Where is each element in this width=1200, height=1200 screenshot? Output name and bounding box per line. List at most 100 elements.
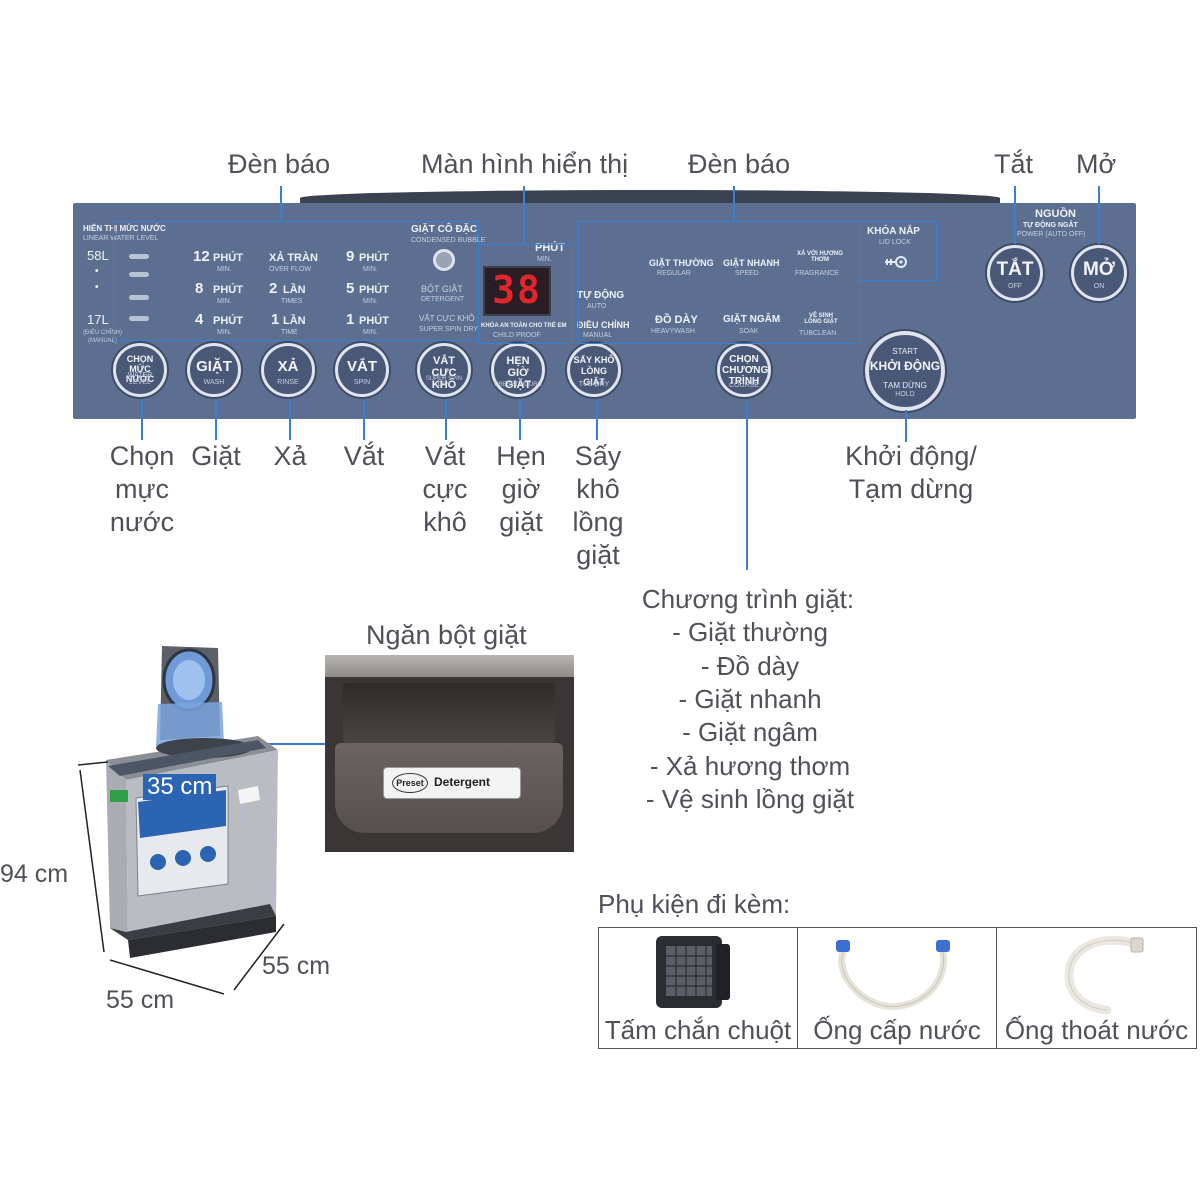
display-unit: PHÚT	[535, 242, 565, 254]
display-frame	[478, 244, 572, 344]
pointer-spin	[363, 400, 365, 440]
accessory-mouse-guard: Tấm chắn chuột	[598, 927, 798, 1049]
program-list-title: Chương trình giặt:	[641, 584, 855, 614]
display-value: 38	[492, 268, 542, 312]
timer-button[interactable]: HẸN GIỜ GIẶT PRESET HOURS	[491, 343, 545, 397]
pointer-rinse	[289, 400, 291, 440]
water-level-led	[129, 295, 149, 300]
pointer-indicator-right	[733, 186, 735, 221]
water-level-led	[129, 254, 149, 259]
condensed-led	[433, 249, 455, 271]
wash-button[interactable]: GIẶT WASH	[187, 343, 241, 397]
detergent-title: Ngăn bột giặt	[366, 620, 527, 650]
auto-label: TỰ ĐỘNG	[577, 290, 625, 301]
pointer-display	[523, 186, 525, 244]
water-level-sub: LINEAR WATER LEVEL	[83, 235, 159, 242]
super-spin-button[interactable]: VẮT CỰC KHÔ SUPER SPIN DRY	[417, 343, 471, 397]
pointer-off	[1014, 186, 1016, 244]
pointer-detergent	[258, 743, 325, 745]
course-button[interactable]: CHỌN CHƯƠNG TRÌNH COURSE	[717, 343, 771, 397]
depth-label: 35 cm	[143, 774, 217, 800]
superspin-sub: SUPER SPIN DRY	[419, 326, 478, 333]
pointer-wash	[215, 400, 217, 440]
callout-indicator-right: Đèn báo	[688, 149, 791, 179]
detergent-label: BỘT GIẶT	[421, 284, 463, 294]
indicator-left-frame	[113, 221, 479, 341]
callout-display: Màn hình hiển thị	[421, 149, 629, 179]
condensed-title: GIẶT CÔ ĐẶC	[411, 224, 478, 235]
power-off-button[interactable]: TẮT OFF	[987, 245, 1043, 301]
power-on-button[interactable]: MỞ ON	[1071, 245, 1127, 301]
water-level-title: HIỂN THỊ MỨC NƯỚC	[83, 224, 166, 233]
power-sub2: POWER (AUTO OFF)	[1017, 231, 1086, 238]
preset-tag: Preset	[392, 773, 428, 793]
manual-sub: MANUAL	[583, 332, 613, 339]
callout-off: Tắt	[994, 149, 1034, 179]
drain-hose-image	[1047, 934, 1157, 1015]
pointer-water-level	[141, 400, 143, 440]
control-panel: HIỂN THỊ MỨC NƯỚC LINEAR WATER LEVEL 58L…	[73, 203, 1136, 419]
pointer-timer	[519, 400, 521, 440]
program-item: - Đồ dày	[700, 651, 800, 681]
water-level-led	[129, 316, 149, 321]
callout-spin: Vắt	[343, 441, 385, 471]
condensed-sub: CONDENSED BUBBLE	[411, 237, 486, 244]
water-level-led	[129, 272, 149, 277]
lid-lock-icon	[883, 255, 909, 269]
callout-wash: Giặt	[191, 441, 241, 471]
manual-label: ĐIỀU CHỈNH	[577, 320, 630, 330]
rinse-button[interactable]: XẢ RINSE	[261, 343, 315, 397]
lid-lock-sub: LID LOCK	[879, 239, 911, 246]
program-item: - Giặt nhanh	[678, 684, 822, 714]
callout-indicator-left: Đèn báo	[228, 149, 331, 179]
callout-on: Mở	[1076, 149, 1117, 179]
pointer-tub-dry	[596, 400, 598, 440]
level-low: 17L	[87, 312, 109, 327]
mouse-guard-image	[654, 934, 734, 1010]
start-pause-button[interactable]: START KHỞI ĐỘNG TẠM DỪNG HOLD	[865, 331, 945, 411]
detergent-tag-label: Detergent	[434, 775, 491, 789]
program-item: - Giặt ngâm	[682, 717, 818, 747]
auto-sub: AUTO	[587, 303, 607, 310]
detergent-drawer-photo: Preset Detergent	[325, 655, 574, 852]
accessory-drain-hose: Ống thoát nước	[996, 927, 1197, 1049]
indicator-right-frame	[578, 221, 860, 344]
level-manual: (ĐIỀU CHỈNH) (MANUAL)	[83, 330, 122, 344]
detergent-sub: DETERGENT	[421, 296, 465, 303]
display-unit-sub: MIN.	[537, 256, 552, 263]
level-high: 58L	[87, 248, 109, 263]
program-item: - Xả hương thơm	[649, 751, 851, 781]
child-lock-label: KHÓA AN TOÀN CHO TRẺ EM	[481, 323, 567, 329]
height-label: 94 cm	[0, 860, 69, 888]
superspin-label: VẮT CỰC KHÔ	[419, 314, 475, 323]
callout-start: Khởi động/Tạm dừng	[845, 441, 977, 504]
pointer-course	[746, 402, 748, 570]
pointer-on	[1098, 186, 1100, 244]
accessories-title: Phụ kiện đi kèm:	[598, 889, 791, 919]
program-item: - Vệ sinh lồng giặt	[645, 784, 855, 814]
pointer-super-spin	[445, 400, 447, 440]
power-label: NGUỒN	[1035, 208, 1076, 220]
accessory-label: Tấm chắn chuột	[604, 1015, 792, 1045]
lid-lock-frame	[858, 221, 937, 281]
panel-rim	[300, 190, 1000, 206]
spin-button[interactable]: VẮT SPIN	[335, 343, 389, 397]
accessory-inlet-hose: Ống cấp nước	[797, 927, 997, 1049]
width-left-label: 55 cm	[106, 986, 175, 1014]
width-right-label: 55 cm	[262, 952, 331, 980]
callout-rinse: Xả	[273, 441, 307, 471]
accessory-label: Ống thoát nước	[1004, 1015, 1189, 1045]
pointer-indicator-left	[280, 186, 282, 221]
water-level-button[interactable]: CHỌN MỨC NƯỚC WATER LEVEL	[113, 343, 167, 397]
power-sub: TỰ ĐỘNG NGẮT	[1023, 222, 1078, 229]
led-display: 38	[483, 266, 551, 316]
pointer-start	[905, 410, 907, 442]
detergent-tag: Preset Detergent	[383, 767, 521, 799]
lid-lock-label: KHÓA NẮP	[867, 226, 920, 237]
program-item: - Giặt thường	[672, 617, 828, 647]
tub-dry-button[interactable]: SẤY KHÔ LỒNG GIẶT TUB DRY	[567, 343, 621, 397]
inlet-hose-image	[828, 936, 968, 1012]
